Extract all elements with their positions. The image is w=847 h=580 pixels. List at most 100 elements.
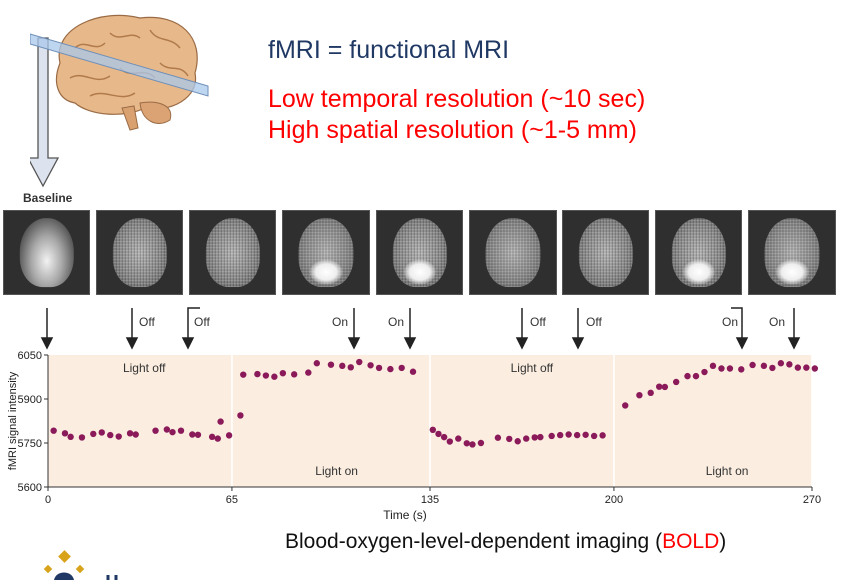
brain-scan	[282, 210, 370, 295]
data-point	[90, 430, 97, 438]
data-point	[115, 433, 122, 440]
data-point	[290, 371, 298, 378]
data-point	[647, 389, 654, 397]
data-point	[61, 430, 69, 437]
data-point	[794, 364, 802, 371]
data-point	[152, 427, 159, 434]
data-point	[214, 435, 221, 442]
stimulus-markers	[40, 307, 801, 350]
data-point	[709, 362, 717, 370]
data-point	[777, 360, 785, 367]
bold-caption-suffix: )	[719, 530, 727, 553]
university-logo	[43, 550, 118, 580]
x-tick-label: 135	[421, 494, 439, 506]
data-point	[67, 433, 74, 441]
data-point	[506, 435, 513, 443]
data-point	[590, 432, 598, 440]
data-point	[514, 438, 521, 445]
marker-label: On	[388, 315, 405, 329]
period-label: Light off	[511, 361, 554, 375]
brain-scan	[189, 210, 276, 295]
data-point	[429, 426, 437, 433]
data-point	[435, 430, 442, 438]
data-point	[749, 361, 756, 369]
data-point	[440, 433, 448, 441]
data-point	[599, 432, 606, 439]
bold-caption-prefix: Blood-oxygen-level-dependent imaging (	[285, 530, 663, 553]
data-point	[132, 431, 139, 438]
data-point	[718, 365, 725, 372]
data-point	[163, 426, 171, 433]
x-tick-label: 270	[803, 494, 821, 506]
data-point	[189, 431, 196, 438]
data-point	[656, 383, 663, 390]
data-point	[339, 362, 346, 370]
spatial-resolution-text: High spatial resolution (~1-5 mm)	[268, 116, 637, 144]
data-point	[398, 364, 405, 372]
brain-scan	[96, 210, 183, 295]
data-point	[811, 365, 819, 372]
data-point	[237, 412, 244, 419]
data-point	[531, 434, 538, 441]
data-point	[661, 383, 669, 391]
marker-label: Off	[530, 315, 546, 329]
marker-label: On	[769, 315, 786, 329]
data-point	[327, 361, 335, 368]
data-point	[786, 361, 793, 368]
data-point	[769, 364, 776, 372]
data-point	[305, 369, 312, 376]
period-label: Light on	[706, 464, 749, 478]
brain-scan-baseline	[3, 210, 90, 295]
data-point	[803, 364, 810, 371]
baseline-label: Baseline	[23, 191, 73, 205]
data-point	[582, 431, 589, 438]
data-point	[347, 364, 354, 371]
down-arrow-icon	[30, 37, 60, 188]
brain-illustration	[30, 14, 209, 188]
marker-label: On	[722, 315, 739, 329]
data-point	[98, 429, 105, 436]
data-point	[375, 364, 383, 372]
data-point	[760, 362, 768, 370]
data-point	[356, 358, 363, 366]
data-point	[684, 372, 691, 380]
x-tick-label: 65	[226, 494, 238, 506]
data-point	[573, 431, 581, 439]
marker-label: Off	[586, 315, 602, 329]
brain-scan	[655, 210, 742, 295]
brain-scan	[469, 210, 557, 295]
data-point	[279, 369, 287, 377]
data-point	[636, 391, 643, 399]
data-point	[194, 431, 202, 438]
data-point	[565, 431, 572, 438]
data-point	[50, 427, 57, 434]
data-point	[537, 433, 544, 441]
data-point	[217, 418, 224, 425]
data-point	[169, 428, 176, 436]
period-label: Light on	[315, 464, 358, 478]
data-point	[622, 402, 629, 409]
y-tick-label: 6050	[18, 350, 42, 362]
period-label: Light off	[123, 361, 166, 375]
y-tick-label: 5750	[18, 438, 42, 450]
data-point	[271, 373, 278, 380]
y-tick-label: 5600	[18, 482, 42, 494]
y-axis-label: fMRI signal intensity	[7, 371, 19, 470]
data-point	[455, 435, 462, 442]
data-point	[208, 433, 216, 441]
data-point	[446, 438, 454, 445]
data-point	[556, 431, 564, 439]
data-point	[494, 434, 502, 441]
temporal-resolution-text: Low temporal resolution (~10 sec)	[268, 85, 646, 113]
data-point	[477, 439, 485, 447]
data-point	[672, 378, 680, 386]
data-point	[107, 431, 114, 439]
marker-label: Off	[194, 315, 210, 329]
data-point	[692, 372, 700, 380]
x-tick-label: 200	[605, 494, 623, 506]
marker-label: Off	[139, 315, 155, 329]
data-point	[548, 432, 555, 440]
data-point	[313, 360, 321, 367]
data-point	[240, 371, 247, 378]
